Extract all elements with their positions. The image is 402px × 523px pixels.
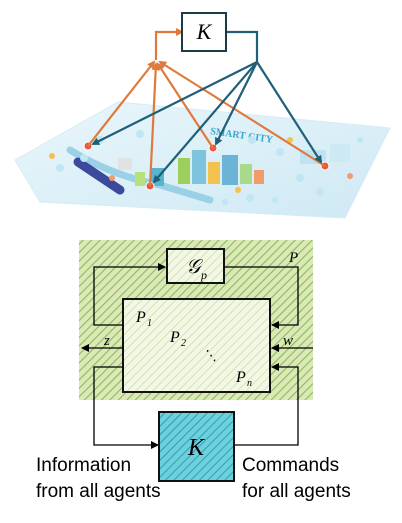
agent-1-label: P <box>135 309 146 326</box>
bottom-controller-label: K <box>187 435 206 461</box>
caption-right-line2: for all agents <box>242 481 351 502</box>
caption-right-line1: Commands <box>242 455 339 476</box>
information-links <box>87 28 326 187</box>
caption-left-line2: from all agents <box>36 481 161 502</box>
signal-z-label: z <box>103 333 110 349</box>
generalized-plant-block: 𝒢 p P 1 P 2 ⋱ P n <box>79 240 313 400</box>
bottom-controller-block: K <box>158 411 235 482</box>
smart-city-illustration: SMART CITY <box>14 101 391 219</box>
agent-2-label: P <box>169 329 180 346</box>
signal-p-label: P <box>288 250 298 266</box>
top-controller-label: K <box>196 19 213 44</box>
gp-subscript: p <box>200 268 207 282</box>
gp-label: 𝒢 <box>186 256 204 278</box>
caption-left-line1: Information <box>36 455 131 476</box>
agent-2-subscript: 2 <box>181 338 186 349</box>
signal-w-label: w <box>283 333 293 349</box>
block-connections <box>81 263 313 449</box>
top-controller-block: K <box>181 12 227 52</box>
command-links <box>91 30 323 184</box>
agent-dots: ⋱ <box>203 349 217 364</box>
agent-n-label: P <box>235 369 246 386</box>
agent-n-subscript: n <box>247 378 252 389</box>
agent-1-subscript: 1 <box>147 318 152 329</box>
